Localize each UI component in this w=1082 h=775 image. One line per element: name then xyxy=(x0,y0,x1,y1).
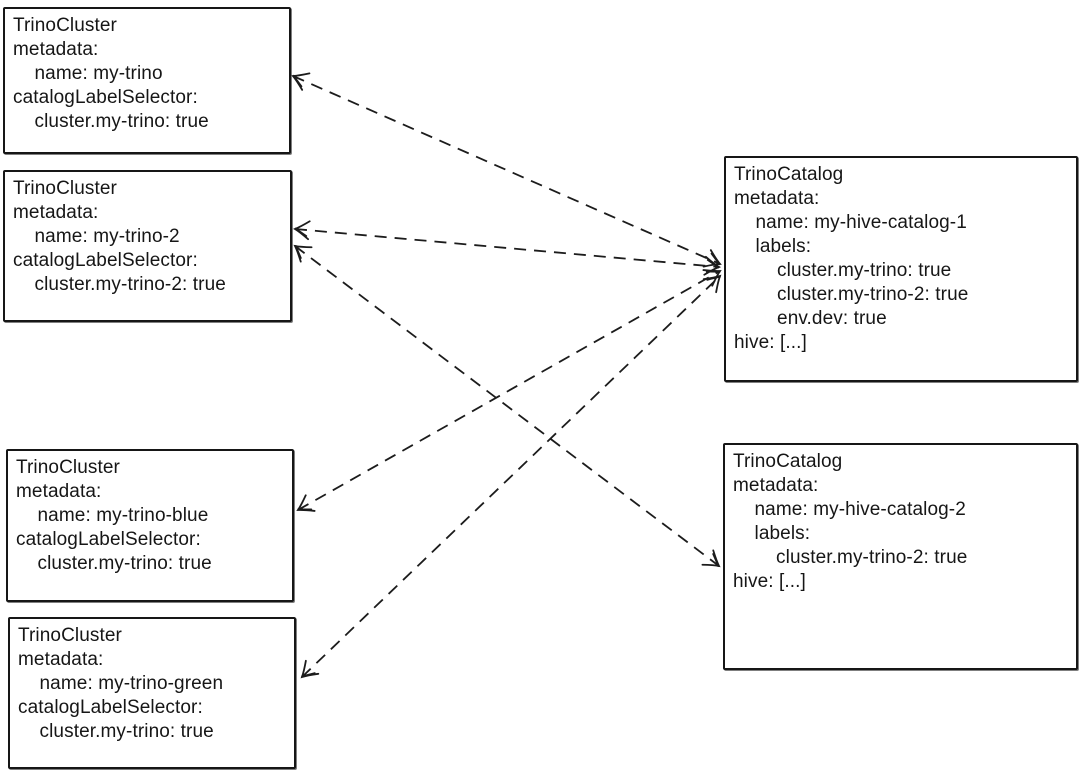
yaml-line: catalogLabelSelector: xyxy=(13,87,198,108)
yaml-line: cluster.my-trino-2: true xyxy=(734,284,969,305)
node-trinocluster-my-trino-2: TrinoCluster metadata: name: my-trino-2 … xyxy=(3,170,292,322)
yaml-line: catalogLabelSelector: xyxy=(13,250,198,271)
yaml-line: TrinoCatalog xyxy=(733,451,843,472)
yaml-line: cluster.my-trino: true xyxy=(734,260,952,281)
yaml-line: metadata: xyxy=(18,649,104,670)
yaml-line: name: my-hive-catalog-2 xyxy=(733,499,966,520)
yaml-line: metadata: xyxy=(13,39,99,60)
node-trinocatalog-my-hive-catalog-1: TrinoCatalog metadata: name: my-hive-cat… xyxy=(724,156,1078,382)
yaml-line: metadata: xyxy=(734,188,820,209)
yaml-line: name: my-trino-2 xyxy=(13,226,180,247)
yaml-line: TrinoCatalog xyxy=(734,164,844,185)
edge-my-trino-blue-to-catalog-1 xyxy=(296,269,722,512)
edge-my-trino-2-to-catalog-2 xyxy=(293,244,721,568)
yaml-line: name: my-trino xyxy=(13,63,163,84)
yaml-line: metadata: xyxy=(16,481,102,502)
node-trinocatalog-my-hive-catalog-2: TrinoCatalog metadata: name: my-hive-cat… xyxy=(723,443,1078,670)
yaml-line: labels: xyxy=(734,236,812,257)
yaml-line: name: my-trino-green xyxy=(18,673,224,694)
yaml-line: catalogLabelSelector: xyxy=(18,697,203,718)
yaml-line: name: my-hive-catalog-1 xyxy=(734,212,967,233)
edge-my-trino-2-to-catalog-1 xyxy=(292,220,722,276)
node-trinocluster-my-trino: TrinoCluster metadata: name: my-trino ca… xyxy=(3,7,291,154)
yaml-line: name: my-trino-blue xyxy=(16,505,209,526)
yaml-line: cluster.my-trino: true xyxy=(18,721,214,742)
yaml-line: hive: [...] xyxy=(733,571,806,592)
yaml-line: env.dev: true xyxy=(734,308,887,329)
yaml-line: cluster.my-trino-2: true xyxy=(733,547,968,568)
yaml-line: catalogLabelSelector: xyxy=(16,529,201,550)
yaml-line: metadata: xyxy=(733,475,819,496)
edge-my-trino-to-catalog-1 xyxy=(291,72,722,268)
node-trinocluster-my-trino-green: TrinoCluster metadata: name: my-trino-gr… xyxy=(8,617,296,769)
yaml-line: cluster.my-trino-2: true xyxy=(13,274,226,295)
node-trinocluster-my-trino-blue: TrinoCluster metadata: name: my-trino-bl… xyxy=(6,449,294,602)
yaml-line: labels: xyxy=(733,523,811,544)
yaml-line: TrinoCluster xyxy=(16,457,120,478)
yaml-line: TrinoCluster xyxy=(13,178,117,199)
yaml-line: hive: [...] xyxy=(734,332,807,353)
yaml-line: TrinoCluster xyxy=(18,625,122,646)
yaml-line: cluster.my-trino: true xyxy=(13,111,209,132)
yaml-line: metadata: xyxy=(13,202,99,223)
edge-my-trino-green-to-catalog-1 xyxy=(300,274,722,679)
yaml-line: TrinoCluster xyxy=(13,15,117,36)
yaml-line: cluster.my-trino: true xyxy=(16,553,212,574)
